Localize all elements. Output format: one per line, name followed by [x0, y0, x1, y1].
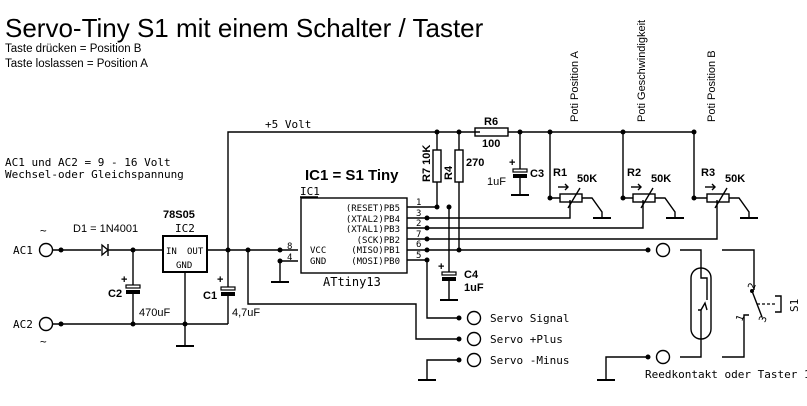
ic2-part: 78S05	[163, 209, 195, 221]
pin-pb3-label: (XTAL1)PB3	[346, 225, 400, 235]
pin-7-num: 7	[416, 230, 421, 240]
ac1-tilde: ~	[40, 224, 47, 237]
reed-caption: Reedkontakt oder Taster 1	[645, 368, 807, 381]
pin-2-num: 2	[416, 219, 421, 229]
r3-ref: R3	[701, 167, 715, 179]
c3-value: 1uF	[487, 176, 506, 188]
servo-minus-label: Servo -Minus	[490, 354, 569, 367]
c4-plus: +	[438, 261, 444, 273]
servo-plus-label: Servo +Plus	[490, 333, 563, 346]
c2-plus: +	[121, 274, 127, 286]
s1-ref: S1	[788, 299, 801, 312]
ic1-ref: IC1	[300, 185, 320, 198]
c1-value: 4,7uF	[232, 307, 260, 319]
c3-plus: +	[509, 157, 515, 169]
r4-ref: R4	[443, 165, 455, 180]
reed-switch	[597, 249, 782, 381]
pin-1-num: 1	[416, 198, 421, 208]
s1-pin-1: 1	[734, 314, 746, 323]
pin-8-num: 8	[287, 242, 292, 252]
terminal-reed-bottom	[655, 349, 671, 365]
ic1-right-pins: (RESET)PB5 (XTAL2)PB4 (XTAL1)PB3 (SCK)PB…	[346, 198, 422, 267]
c2-ref: C2	[108, 288, 122, 300]
servo-signal-label: Servo Signal	[490, 312, 569, 325]
ic2-gnd: GND	[176, 261, 192, 271]
ic2-out: OUT	[187, 247, 204, 257]
r2-value: 50K	[651, 173, 671, 185]
poti-b-label: Poti Position B	[706, 50, 718, 122]
rail-label: +5 Volt	[265, 118, 311, 131]
r4-value: 270	[466, 157, 484, 169]
note-press: Taste drücken = Position B	[5, 43, 142, 55]
r7-label: R7 10K	[421, 145, 433, 182]
resistor-r6	[474, 127, 509, 137]
pin-pb0-label: (MOSI)PB0	[351, 257, 400, 267]
supply-note-1: AC1 und AC2 = 9 - 16 Volt	[5, 156, 171, 169]
terminal-servo-minus	[466, 352, 482, 368]
ic1-heading: IC1 = S1 Tiny	[305, 167, 399, 184]
note-release: Taste loslassen = Position A	[5, 58, 148, 70]
terminal-servo-plus	[466, 331, 482, 347]
ic2-in: IN	[166, 247, 177, 257]
terminal-ac1	[38, 242, 54, 258]
r2-ref: R2	[627, 167, 641, 179]
pin-3-num: 3	[416, 209, 421, 219]
c3-ref: C3	[530, 168, 544, 180]
s1-pin-3: 3	[757, 315, 769, 324]
ic2-regulator	[162, 235, 208, 273]
supply-wiring	[53, 243, 459, 347]
d1-label: D1 = 1N4001	[73, 223, 138, 235]
s1-pin-2: 2	[746, 282, 758, 291]
pin-pb4-label: (XTAL2)PB4	[346, 215, 400, 225]
c2-value: 470uF	[139, 307, 170, 319]
ic1-part: ATtiny13	[323, 275, 381, 289]
pin-6-num: 6	[416, 240, 421, 250]
rail-5v	[227, 129, 697, 250]
pin-gnd-label: GND	[310, 257, 326, 267]
poti-speed-label: Poti Geschwindigkeit	[636, 20, 648, 122]
pin-pb2-label: (SCK)PB2	[357, 236, 400, 246]
c4-ref: C4	[464, 269, 479, 281]
servo-terminals	[418, 310, 482, 381]
pin-4-num: 4	[287, 253, 292, 263]
supply-note-2: Wechsel-oder Gleichspannung	[5, 168, 184, 181]
pot-r1	[547, 132, 611, 219]
ac2-label: AC2	[13, 318, 33, 331]
pot-r2	[620, 132, 684, 219]
c1-ref: C1	[203, 290, 217, 302]
capacitor-c4	[440, 271, 458, 301]
r1-value: 50K	[577, 173, 597, 185]
r3-value: 50K	[725, 173, 745, 185]
ic1-left-pins: VCC GND 8 4	[287, 242, 326, 267]
r6-ref: R6	[484, 116, 498, 128]
capacitor-c3	[511, 132, 529, 196]
r1-ref: R1	[553, 167, 567, 179]
pin-5-num: 5	[416, 251, 421, 261]
ic2-ref: IC2	[175, 222, 195, 235]
resistor-r4	[454, 132, 464, 236]
c4-value: 1uF	[464, 282, 484, 294]
pin-pb5-label: (RESET)PB5	[346, 204, 400, 214]
diode-d1	[101, 243, 110, 257]
pin-pb1-label: (MISO)PB1	[351, 246, 400, 256]
r6-value: 100	[482, 138, 500, 150]
pot-r3	[691, 132, 758, 219]
terminal-ac2	[38, 316, 54, 332]
pin-vcc-label: VCC	[310, 246, 326, 256]
poti-a-label: Poti Position A	[569, 50, 581, 122]
c1-plus: +	[217, 274, 223, 286]
ac1-label: AC1	[13, 244, 33, 257]
title: Servo-Tiny S1 mit einem Schalter / Taste…	[5, 13, 484, 43]
resistor-r7	[432, 132, 442, 207]
terminal-servo-signal	[466, 310, 482, 326]
ac2-tilde: ~	[40, 335, 47, 348]
ic1-body	[300, 196, 408, 274]
